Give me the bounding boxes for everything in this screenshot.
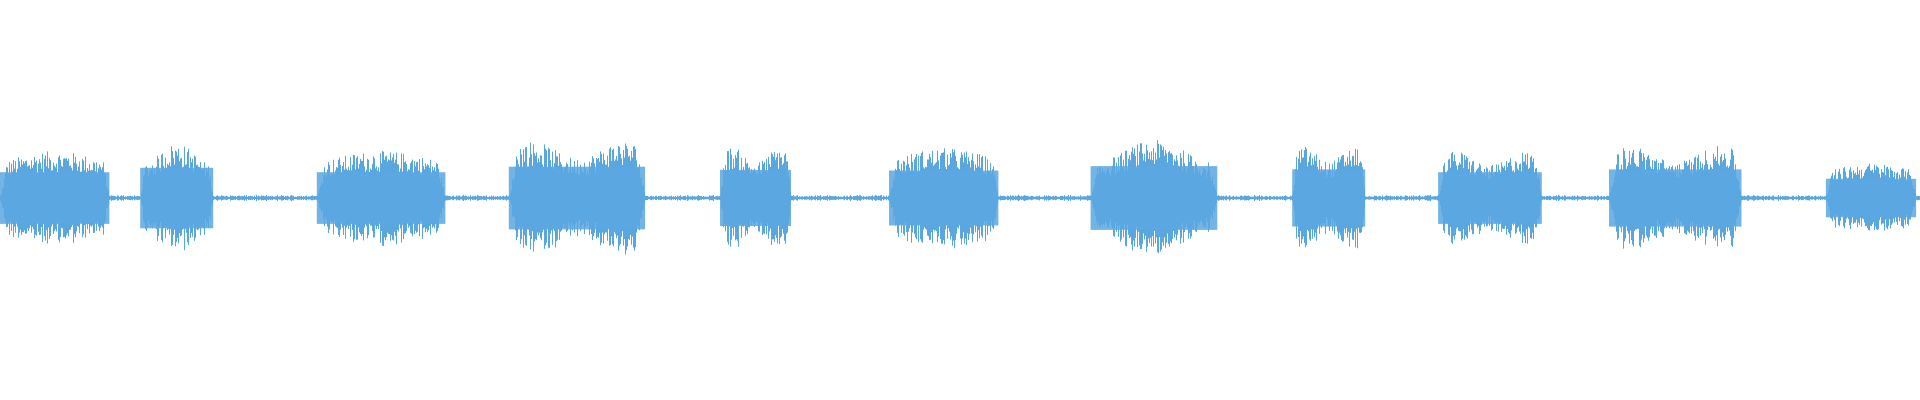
waveform-burst-1 (0, 172, 110, 224)
waveform-burst-9 (1438, 172, 1542, 224)
waveform-burst-7 (1090, 166, 1218, 230)
waveform-bars (0, 140, 1920, 255)
waveform-burst-3 (316, 172, 446, 224)
waveform-burst-6 (889, 170, 999, 226)
waveform-burst-8 (1292, 169, 1366, 227)
waveform-burst-4 (508, 166, 646, 230)
waveform-burst-10 (1609, 169, 1742, 227)
waveform-burst-11 (1825, 178, 1917, 218)
waveform-burst-2 (140, 167, 214, 229)
waveform-burst-5 (720, 169, 791, 226)
